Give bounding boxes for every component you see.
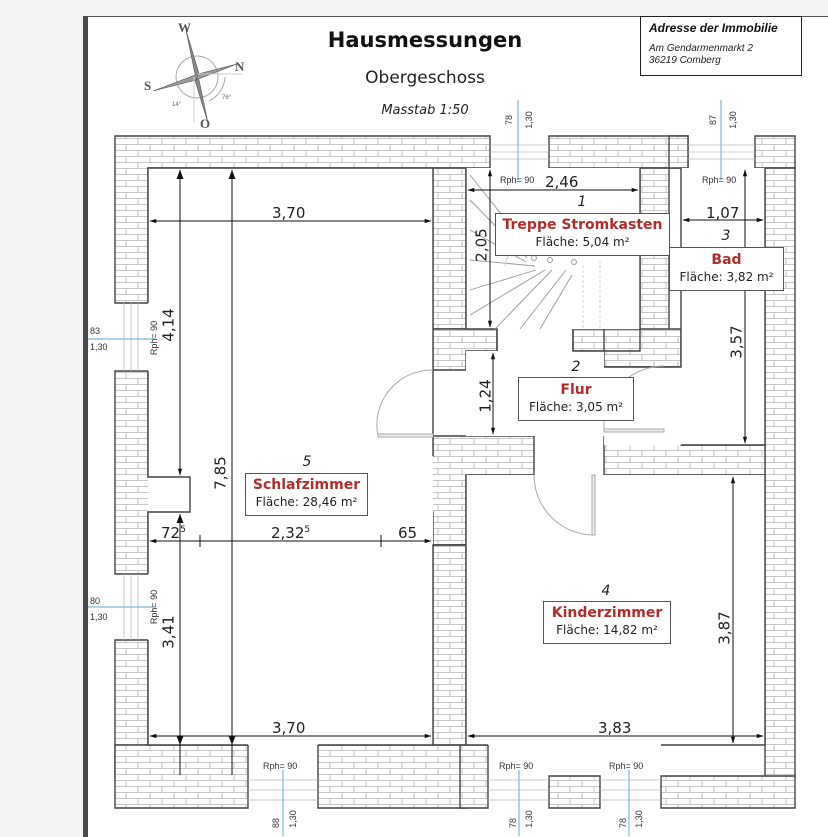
address-heading: Adresse der Immobilie [649,21,778,35]
compass-angle-a: 14° [172,102,182,108]
room-label-treppe[interactable]: Treppe Stromkasten Fläche: 5,04 m² [495,213,670,256]
dim-schlaf-lower-height: 3,41 [159,615,178,649]
window-left-lower-rph: Rph= 90 [149,589,160,625]
compass-east: O [200,116,211,131]
window-top-bad-rph: Rph= 90 [702,175,737,185]
bad-floor [681,168,765,445]
window-left-upper-height: 1,30 [90,342,108,352]
dim-kinder-height: 3,87 [715,611,734,645]
dimension-arrowheads [176,170,236,745]
compass-rose [152,29,242,124]
room-number-3: 3 [721,228,731,244]
dim-schlaf-seg2: 2,325 [271,524,310,542]
compass-south: S [144,78,152,93]
address-city: 36219 Comberg [649,55,721,66]
wall-bottom-k2 [548,775,601,809]
room-number-1: 1 [577,194,587,210]
compass-north: N [235,59,245,74]
wall-bottom-k1 [459,744,489,809]
room-area: Fläche: 14,82 m² [556,623,658,637]
room-name: Treppe Stromkasten [502,217,663,233]
window-bottom-schlaf-width: 88 [271,817,282,829]
window-bottom-kinder-1-height: 1,30 [523,810,534,828]
window-markers [88,100,722,836]
compass-angle-b: 76° [222,95,232,101]
dim-schlaf-seg1: 725 [161,524,186,542]
address-street: Am Gendarmenmarkt 2 [649,43,753,54]
dim-value: 72 [161,524,181,542]
wall-kinder-left [432,544,467,746]
window-top-treppe-rph: Rph= 90 [500,175,535,185]
dim-bad-height: 3,57 [727,325,746,359]
window-bottom-schlaf-height: 1,30 [287,810,298,828]
window-left-upper-width: 83 [90,326,101,336]
window-bottom-kinder-1-rph: Rph= 90 [499,761,534,771]
dim-sup: 5 [180,525,186,535]
wall-center-upper [432,167,467,330]
wall-bottom-mid-left [317,744,467,809]
room-floors [148,168,765,745]
wall-top-mid [548,135,689,169]
room-label-kinderzimmer[interactable]: Kinderzimmer Fläche: 14,82 m² [543,601,671,644]
room-area: Fläche: 28,46 m² [255,495,358,509]
dim-schlaf-upper-height: 4,14 [159,308,178,342]
room-name: Schlafzimmer [252,477,361,493]
wall-bottom-right [660,775,796,809]
window-bottom-kinder-2-rph: Rph= 90 [609,761,644,771]
room-name: Flur [560,382,592,398]
window-top-treppe-height: 1,30 [523,111,534,129]
window-top-bad-width: 87 [708,114,719,126]
window-bottom-kinder-2-width: 78 [618,817,629,829]
room-area: Fläche: 3,05 m² [528,400,624,414]
wall-bottom-left [114,744,249,809]
dim-schlaf-seg3: 65 [398,524,418,542]
room-area: Fläche: 3,82 m² [679,270,774,284]
room-number-5: 5 [302,454,312,470]
room-name: Kinderzimmer [551,605,663,621]
room-number-4: 4 [601,583,611,599]
window-top-bad-height: 1,30 [727,111,738,129]
window-left-lower-width: 80 [90,596,101,606]
walls [114,135,796,809]
dim-treppe-height: 2,05 [472,228,491,262]
scale-label: Masstab 1:50 [381,103,469,118]
floor-subtitle: Obergeschoss [365,68,485,88]
address-box: Adresse der Immobilie Am Gendarmenmarkt … [640,16,802,76]
wall-top-right [754,135,796,169]
room-name: Bad [711,252,742,268]
room-area: Fläche: 5,04 m² [535,235,630,249]
window-glazing [123,144,755,801]
window-bottom-kinder-2-height: 1,30 [633,810,644,828]
room-label-flur[interactable]: Flur Fläche: 3,05 m² [518,377,634,421]
dim-value: 2,32 [271,524,305,542]
dim-flur-height: 1,24 [476,379,495,413]
wall-bad-left-lower [603,328,682,368]
dim-kinder-width: 3,83 [598,719,632,737]
dim-bad-width: 1,07 [706,204,740,222]
window-left-upper-rph: Rph= 90 [149,320,160,356]
dim-schlaf-total-height: 7,85 [211,456,230,490]
door-schlaf [376,369,434,437]
dim-schlaf-bottom-width: 3,70 [272,719,306,737]
room-number-2: 2 [571,359,581,375]
room-label-bad[interactable]: Bad Fläche: 3,82 m² [669,247,784,291]
wall-bad-top [668,135,689,169]
room-label-schlafzimmer[interactable]: Schlafzimmer Fläche: 28,46 m² [245,473,368,516]
dimension-lines [149,169,764,775]
dim-treppe-width: 2,46 [545,173,579,191]
compass-west: W [178,20,191,35]
door-kinder [533,474,595,536]
window-bottom-kinder-1-width: 78 [508,817,519,829]
window-left-lower-height: 1,30 [90,612,108,622]
schlafzimmer-floor [148,168,433,745]
dim-schlaf-top-width: 3,70 [272,204,306,222]
page-title: Hausmessungen [327,28,523,52]
dim-sup: 5 [304,525,311,535]
window-top-treppe-width: 78 [504,114,515,126]
window-bottom-schlaf-rph: Rph= 90 [263,761,298,771]
